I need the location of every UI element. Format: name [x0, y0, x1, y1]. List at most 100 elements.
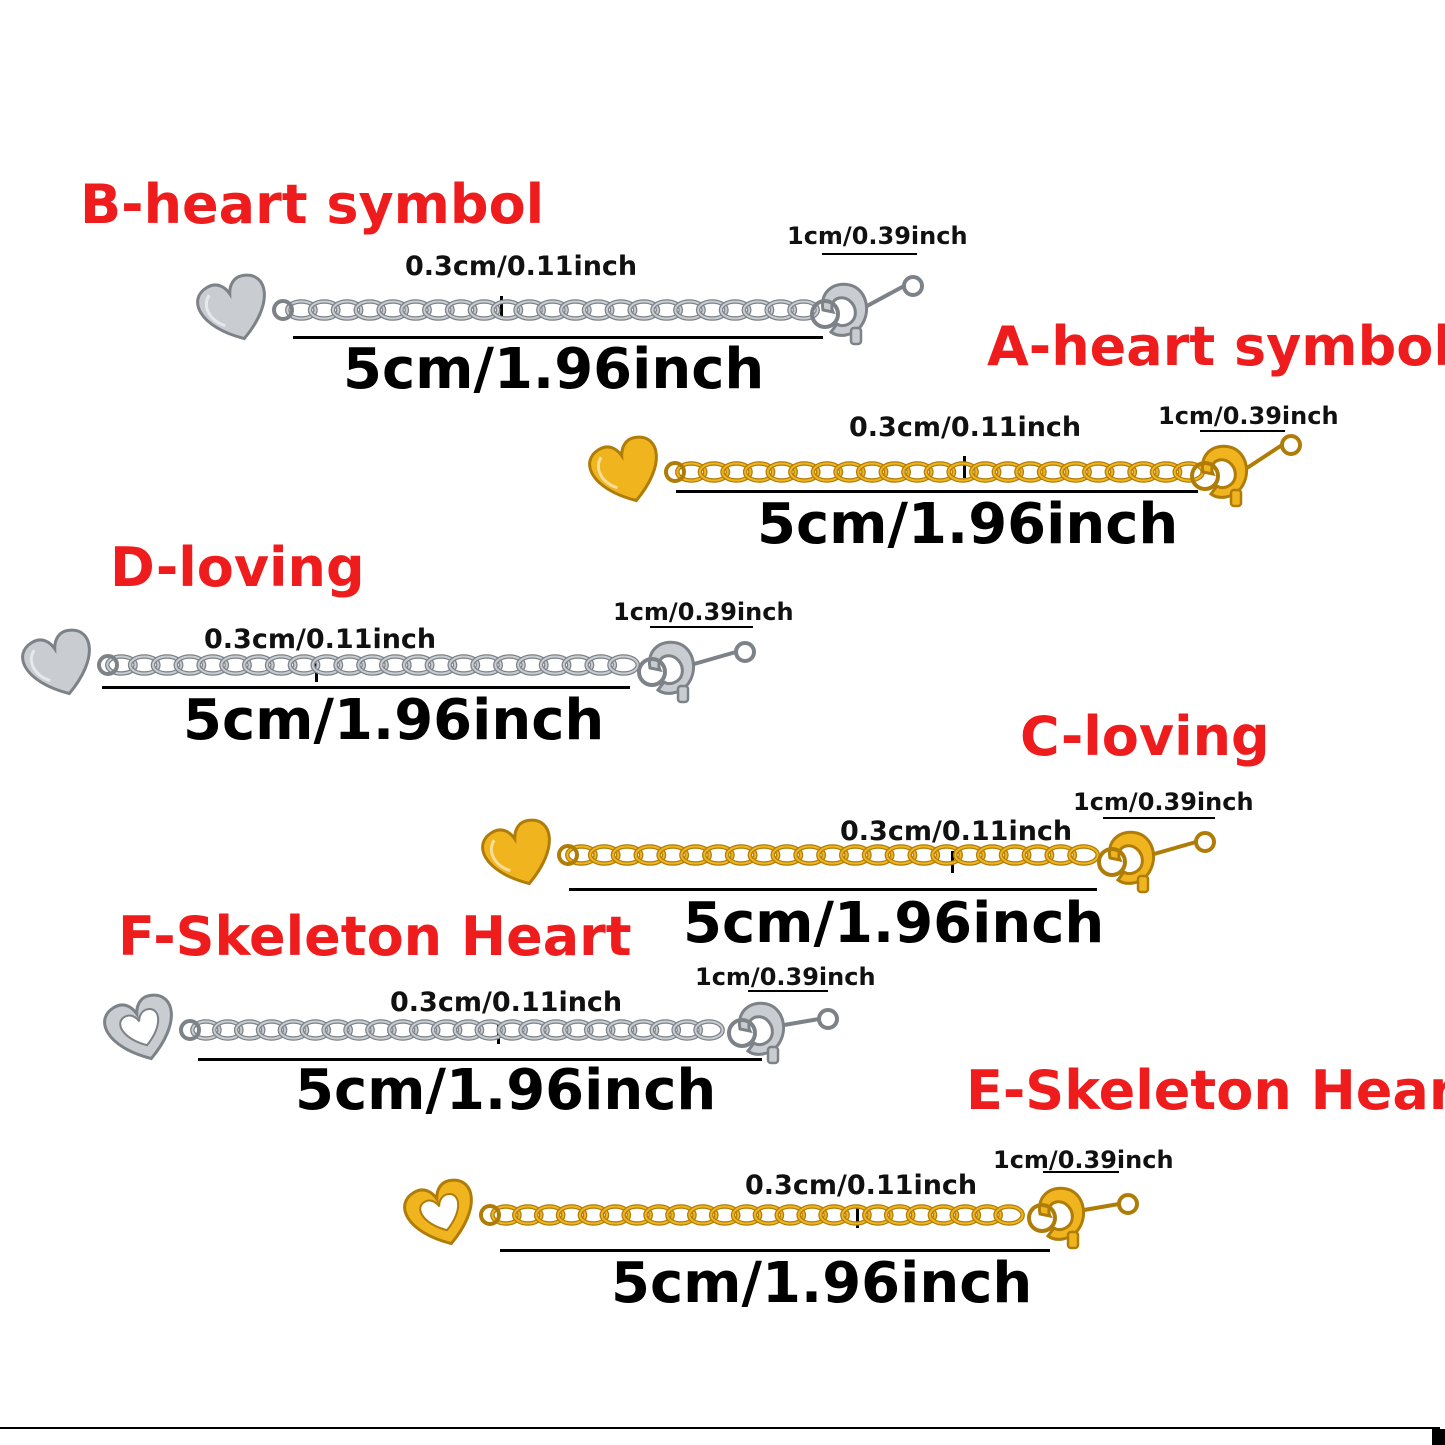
variant-f-title: F-Skeleton Heart [118, 905, 632, 968]
chain-link-highlight [537, 300, 568, 320]
chain-link-highlight [819, 1205, 849, 1225]
chain-link-highlight [611, 845, 643, 865]
chain-link-highlight [817, 845, 848, 865]
variant-f-clasp-underline [748, 990, 828, 992]
chain-link-highlight [726, 845, 757, 865]
heart-pendant-icon [196, 273, 266, 341]
chain-link-highlight [999, 845, 1031, 865]
chain-link-highlight [794, 845, 825, 865]
jump-ring [479, 1204, 501, 1226]
chain-link-highlight [885, 1205, 915, 1225]
chain-link-highlight [600, 1205, 630, 1225]
lobster-clasp-icon [1190, 444, 1249, 508]
chain-link-highlight [879, 462, 910, 482]
variant-b-length: 5cm/1.96inch [343, 337, 765, 402]
chain-link-highlight [425, 655, 457, 675]
chain-link-highlight [908, 845, 939, 865]
chain-link-highlight [907, 1205, 937, 1225]
chain-link-highlight [519, 1020, 549, 1040]
variant-a-length-rule [676, 490, 1198, 493]
chain-link-highlight [605, 300, 637, 320]
chain-link-highlight [468, 300, 500, 320]
chain-link-highlight [1038, 462, 1069, 482]
chain-link-highlight [1105, 462, 1136, 482]
lobster-clasp-icon [1097, 830, 1156, 894]
variant-d-link-size: 0.3cm/0.11inch [204, 624, 437, 655]
variant-f-link-size: 0.3cm/0.11inch [390, 987, 623, 1018]
chain-link-highlight [585, 655, 616, 675]
chain-link-highlight [432, 1020, 462, 1040]
chain-link-highlight [1068, 845, 1099, 865]
end-ring-connector [783, 1017, 820, 1027]
chain-link-highlight [924, 462, 956, 482]
chain-link-highlight [278, 1020, 308, 1040]
variant-a-clasp-size: 1cm/0.39inch [1158, 402, 1339, 430]
chain-link-highlight [423, 300, 454, 320]
chain-link-highlight [494, 655, 525, 675]
chain-link-highlight [410, 1020, 440, 1040]
end-ring-connector [1245, 443, 1284, 470]
variant-e-length: 5cm/1.96inch [611, 1251, 1033, 1316]
end-ring-connector [866, 284, 905, 308]
variant-f-chain-image [103, 993, 839, 1065]
jump-ring [664, 461, 686, 483]
chain-link-highlight [446, 300, 477, 320]
chain-link-highlight [213, 1020, 243, 1040]
chain-link-highlight [174, 655, 206, 675]
variant-c-length-rule [569, 888, 1097, 891]
variant-d-length-rule [102, 686, 630, 689]
chain-link-highlight [928, 1205, 958, 1225]
lobster-clasp-icon [727, 1001, 786, 1065]
heart-pendant-icon [588, 435, 658, 503]
heart-pendant-icon [103, 993, 173, 1061]
heart-pendant-icon [403, 1178, 473, 1246]
chain-link-highlight [235, 1020, 265, 1040]
chain-link-highlight [257, 1020, 287, 1040]
variant-d-chain-image [21, 628, 756, 704]
heart-pendant-icon [21, 628, 91, 696]
chain-link-highlight [334, 655, 365, 675]
chain-link-highlight [863, 845, 894, 865]
chain-link-highlight [666, 1205, 696, 1225]
chain-link-highlight [676, 462, 707, 482]
chain-link-highlight [566, 845, 597, 865]
variant-c-length: 5cm/1.96inch [683, 891, 1105, 956]
variant-c-link-size: 0.3cm/0.11inch [840, 816, 1073, 847]
chain-link-highlight [748, 845, 780, 865]
chain-link-highlight [797, 1205, 827, 1225]
variant-e-clasp-underline [1043, 1171, 1119, 1173]
chain-link-highlight [309, 300, 340, 320]
variant-a-link-size: 0.3cm/0.11inch [849, 412, 1082, 443]
chain-link-highlight [535, 1205, 565, 1225]
chain-link-highlight [834, 462, 865, 482]
chain-link-highlight [972, 1205, 1002, 1225]
variant-b-link-size: 0.3cm/0.11inch [405, 251, 638, 282]
chain-link-highlight [1083, 462, 1114, 482]
chain-link-highlight [607, 1020, 637, 1040]
chain-link-highlight [789, 462, 820, 482]
lobster-clasp-icon [1027, 1186, 1086, 1250]
variant-b-chain-image [196, 273, 924, 346]
chain-link-highlight [970, 462, 1001, 482]
chain-link-highlight [719, 300, 751, 320]
chain-link-highlight [562, 655, 594, 675]
chain-link-highlight [950, 1205, 980, 1225]
chain-link-highlight [357, 655, 388, 675]
chain-link-highlight [448, 655, 479, 675]
variant-e-title: E-Skeleton Heart [966, 1059, 1445, 1122]
chain-link-highlight [688, 1205, 718, 1225]
chain-link-highlight [703, 845, 734, 865]
chain-link-highlight [578, 1205, 608, 1225]
variant-c-clasp-underline [1103, 817, 1215, 819]
chain-link-highlight [589, 845, 620, 865]
chain-link-highlight [563, 1020, 593, 1040]
chain-link-highlight [560, 300, 591, 320]
chain-link-highlight [344, 1020, 374, 1040]
chain-link-highlight [300, 1020, 330, 1040]
lobster-clasp-icon [810, 282, 869, 346]
variant-a-link-tick [963, 456, 966, 478]
chain-link-highlight [992, 462, 1023, 482]
chain-link-highlight [840, 845, 871, 865]
end-ring-connector [1153, 840, 1197, 856]
chain-link-highlight [697, 300, 728, 320]
